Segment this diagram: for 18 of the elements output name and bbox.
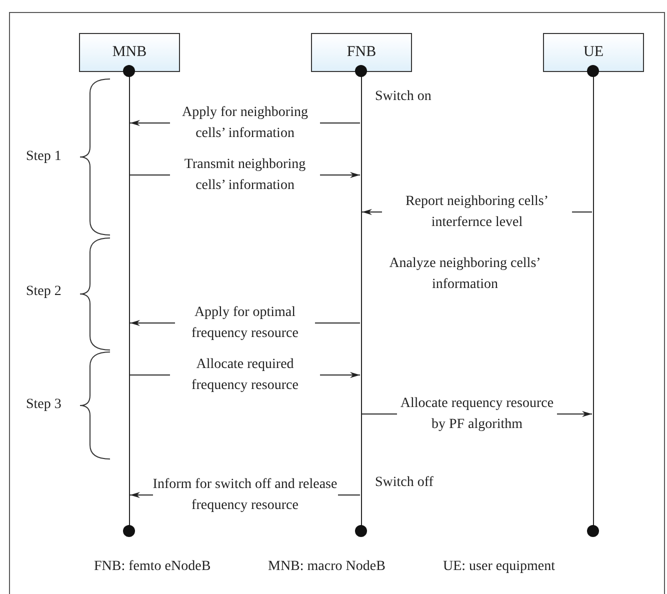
abbreviation-note: UE: user equipment (443, 558, 555, 576)
participant-box (79, 33, 180, 72)
lifeline (123, 65, 135, 537)
abbreviation-note: FNB: femto eNodeB (94, 558, 211, 576)
lifeline (355, 65, 367, 537)
participant-name: UE (584, 43, 604, 62)
step-label: Step 1 (26, 148, 62, 166)
participant-box (543, 33, 644, 72)
step-label: Step 3 (26, 396, 62, 414)
participant-name: MNB (112, 43, 147, 62)
step-label: Step 2 (26, 283, 62, 301)
event-note: Switch off (375, 474, 434, 492)
event-note: Switch on (375, 88, 432, 106)
participant-box (311, 33, 412, 72)
lifeline (587, 65, 599, 537)
event-note: Analyze neighboring cells’ information (388, 255, 542, 294)
participant-name: FNB (346, 43, 376, 62)
abbreviation-note: MNB: macro NodeB (268, 558, 386, 576)
